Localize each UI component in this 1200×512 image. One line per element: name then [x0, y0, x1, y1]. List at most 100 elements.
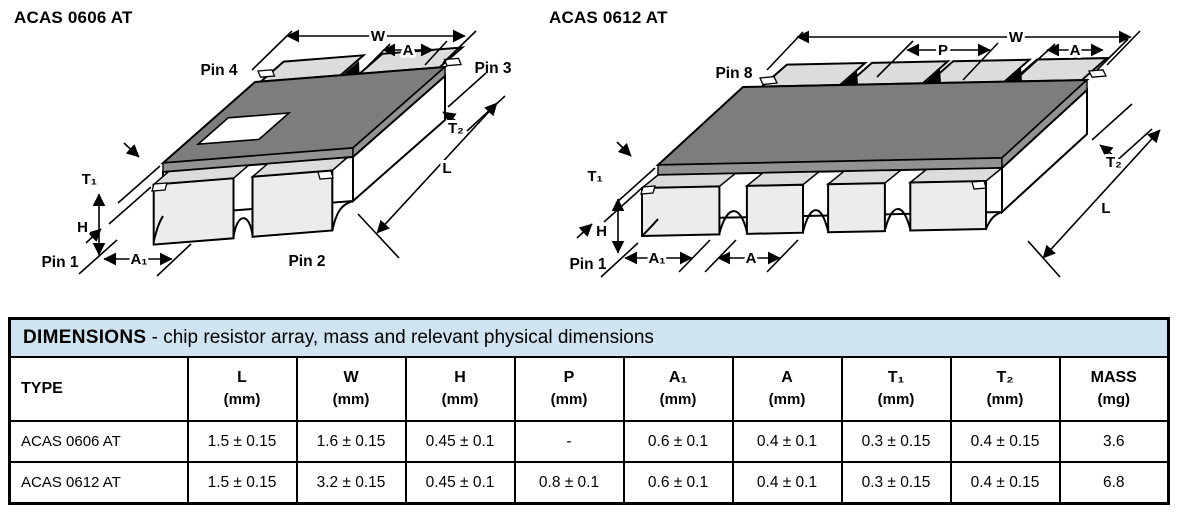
col-header-a: A(mm)	[731, 356, 843, 422]
back-gap-shadow-3	[1005, 67, 1022, 82]
t1-ext-lower	[603, 186, 644, 223]
col-header-l: L(mm)	[186, 356, 298, 422]
a-ext-right	[424, 40, 448, 66]
cell-a1: 0.6 ± 0.1	[622, 461, 734, 505]
cell-p: -	[513, 420, 625, 463]
a-dim-label: A	[403, 42, 414, 59]
col-header-t2: T₂(mm)	[949, 356, 1061, 422]
table-title-row: DIMENSIONS - chip resistor array, mass a…	[8, 317, 1170, 358]
cell-a: 0.4 ± 0.1	[731, 461, 843, 505]
t2-ext-inner	[1091, 103, 1133, 141]
l-dim-line	[1042, 129, 1161, 259]
isometric-diagram-acas0606: W A T₂ L T₁ H A₁ Pin 4 Pin 3 Pin 1 Pin 2	[41, 25, 512, 277]
w-ext-right	[1106, 30, 1141, 66]
a1-dim-label: A₁	[130, 251, 147, 268]
cell-a1: 0.6 ± 0.1	[622, 420, 734, 463]
front-pad1-face	[152, 177, 235, 246]
cell-a: 0.4 ± 0.1	[731, 420, 843, 463]
col-header-type: TYPE	[8, 356, 189, 422]
body-arc-right	[985, 211, 1003, 230]
pin2-label: Pin 2	[288, 253, 325, 270]
pin1-label: Pin 1	[569, 256, 606, 273]
col-header-t1: T₁(mm)	[840, 356, 952, 422]
t1-arrow-top	[616, 141, 632, 157]
t2-dim-label: T₂	[1106, 154, 1122, 171]
pin1-ext-line	[600, 242, 639, 278]
cell-t2: 0.4 ± 0.15	[949, 461, 1061, 505]
body-arc-3	[883, 208, 912, 231]
t1-ext-upper	[615, 167, 656, 204]
a-top-ext-right	[1096, 38, 1129, 71]
t1-ext-upper	[117, 165, 161, 204]
cell-mass: 3.6	[1058, 420, 1170, 463]
cell-t1: 0.3 ± 0.15	[840, 461, 952, 505]
back-gap-shadow-1	[841, 71, 858, 86]
table-title-bold: DIMENSIONS	[23, 327, 147, 348]
t2-ext-outer	[466, 95, 506, 132]
table-row-acas0612: ACAS 0612 AT 1.5 ± 0.15 3.2 ± 0.15 0.45 …	[8, 461, 1170, 505]
h-dim-label: H	[596, 223, 607, 240]
a-top-dim-label: A	[1070, 42, 1081, 59]
t1-arrow-bottom	[576, 223, 593, 239]
dimensions-table: DIMENSIONS - chip resistor array, mass a…	[8, 317, 1170, 505]
cell-mass: 6.8	[1058, 461, 1170, 505]
diagram-title-acas0612: ACAS 0612 AT	[549, 8, 668, 27]
p-dim-label: P	[938, 42, 948, 59]
front-pad2-face	[745, 183, 804, 235]
table-row-acas0606: ACAS 0606 AT 1.5 ± 0.15 1.6 ± 0.15 0.45 …	[8, 420, 1170, 463]
pin4-label: Pin 4	[200, 62, 237, 79]
body-arc-between-pads	[232, 217, 254, 238]
l-ext-bottom	[1027, 240, 1061, 278]
front-pad3-face	[827, 182, 886, 234]
w-ext-left	[251, 30, 293, 71]
front-pad1-notch	[151, 182, 168, 192]
cell-t2: 0.4 ± 0.15	[949, 420, 1061, 463]
pin1-ext-line	[78, 239, 118, 275]
a-bot-ext-left	[704, 239, 737, 273]
l-dim-label: L	[442, 160, 451, 177]
front-pad4-notch	[971, 180, 987, 190]
back-pad-notch-left	[257, 69, 276, 78]
pin1-label: Pin 1	[41, 254, 78, 271]
col-header-h: H(mm)	[404, 356, 516, 422]
t2-ext-inner	[447, 72, 487, 108]
diagram-title-acas0606: ACAS 0606 AT	[14, 8, 133, 27]
body-arc-2	[802, 209, 830, 232]
cell-type: ACAS 0606 AT	[8, 420, 189, 463]
t1-dim-label: T₁	[82, 171, 97, 188]
cell-type: ACAS 0612 AT	[8, 461, 189, 505]
a1-dim-label: A₁	[648, 250, 665, 267]
l-ext-bottom	[357, 213, 400, 259]
pin3-label: Pin 3	[474, 60, 511, 77]
w-ext-right	[442, 30, 477, 64]
front-pad2-face	[251, 169, 334, 238]
body-arc-left	[152, 215, 164, 242]
w-dim-label: W	[371, 28, 386, 45]
marking-area	[195, 112, 292, 146]
col-header-a1: A₁(mm)	[622, 356, 734, 422]
t1-dim-label: T₁	[587, 168, 602, 185]
front-pad1-notch	[640, 185, 656, 195]
p-ext-right	[962, 42, 999, 81]
table-header-row: TYPE L(mm) W(mm) H(mm) P(mm) A₁(mm) A(mm…	[8, 356, 1170, 422]
back-pad-gap-shadow	[342, 61, 360, 76]
body-arc-left	[641, 218, 659, 237]
cell-w: 3.2 ± 0.15	[295, 461, 407, 505]
front-pad2-notch	[317, 170, 334, 180]
col-header-w: W(mm)	[295, 356, 407, 422]
a1-ext-right	[678, 239, 711, 273]
front-pad1-face	[641, 185, 721, 238]
l-dim-label: L	[1101, 200, 1110, 217]
t1-ext-lower	[108, 186, 152, 225]
col-header-p: P(mm)	[513, 356, 625, 422]
t2-dim-label: T₂	[448, 120, 464, 137]
back-gap-shadow-2	[924, 69, 941, 84]
col-header-mass: MASS(mg)	[1058, 356, 1170, 422]
w-dim-label: W	[1009, 29, 1024, 46]
cell-p: 0.8 ± 0.1	[513, 461, 625, 505]
cell-h: 0.45 ± 0.1	[404, 461, 516, 505]
cell-t1: 0.3 ± 0.15	[840, 420, 952, 463]
body-arc-1	[718, 210, 748, 234]
a-bot-ext-right	[766, 239, 799, 273]
